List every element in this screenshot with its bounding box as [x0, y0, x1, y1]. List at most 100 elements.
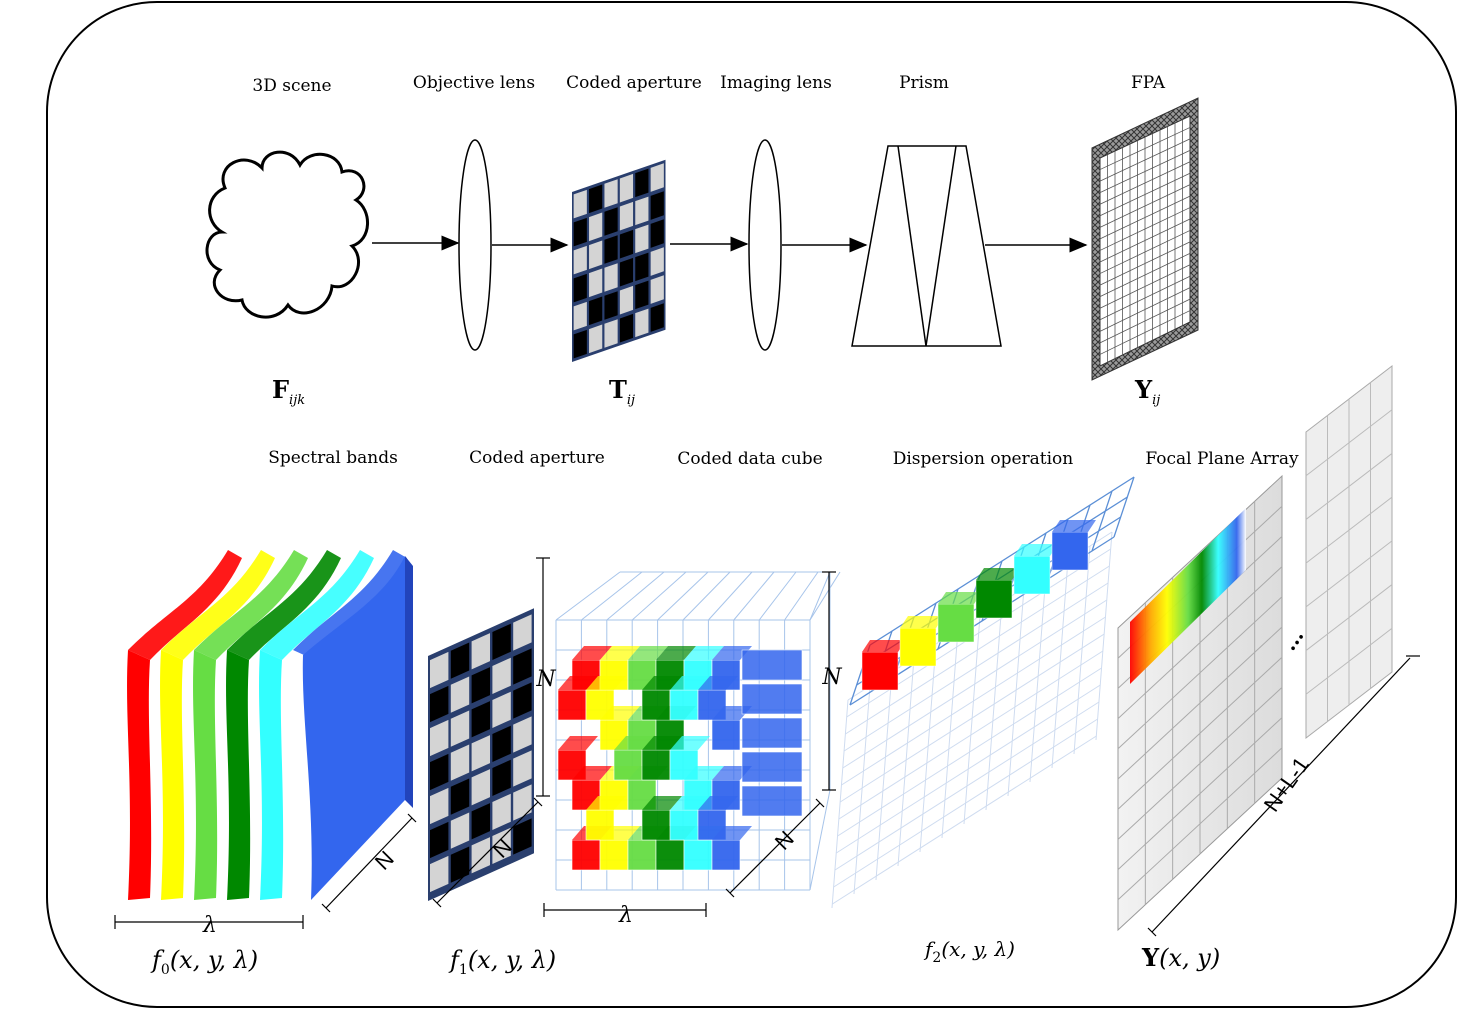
dispersion-grid-line	[846, 548, 1111, 718]
dispersion-grid-line	[834, 701, 1100, 871]
coded-aperture-top-icon	[572, 159, 666, 362]
aperture-cell	[429, 717, 450, 759]
fpa-grid-line	[1305, 496, 1393, 564]
cube-voxel	[627, 779, 657, 811]
aperture-cell	[634, 250, 650, 284]
aperture-cell	[491, 621, 512, 663]
cube-lambda-text: λ	[618, 903, 633, 928]
dispersion-grid-line	[1051, 559, 1069, 769]
band-top	[227, 550, 341, 660]
coded-data-cube	[555, 571, 841, 891]
aperture-cell	[572, 271, 588, 305]
dispersed-voxel-top	[1052, 520, 1096, 532]
aperture-cell	[512, 748, 533, 790]
dispersion-grid	[831, 476, 1135, 909]
aperture-cell	[450, 742, 471, 784]
cube-voxel-top	[628, 646, 668, 660]
fpa-grid-line	[1117, 566, 1283, 719]
aperture-cell	[603, 232, 619, 267]
aperture-cell	[450, 640, 471, 682]
fpa-grid-line	[1099, 184, 1191, 228]
dispersion-grid-line	[897, 657, 915, 867]
spectral-band	[293, 550, 413, 900]
dispersion-grid-line	[875, 671, 893, 881]
aperture-cell	[603, 260, 619, 295]
cube-voxel-top	[600, 646, 640, 660]
spectral-band	[127, 550, 242, 900]
aperture-cell	[649, 188, 665, 223]
spectral-bands-label: Spectral bands	[268, 448, 398, 468]
aperture-cell	[634, 278, 650, 312]
cube-voxel-top	[698, 676, 738, 690]
aperture-cell	[491, 825, 512, 867]
cube-voxel-top	[600, 826, 640, 840]
cube-voxel-top	[586, 796, 626, 810]
cube-voxel-top	[698, 796, 738, 810]
aperture-cell	[470, 732, 491, 774]
f2-label: f2(x, y, λ)	[923, 937, 1015, 966]
cube-grid-line	[809, 571, 841, 621]
aperture-cell	[491, 757, 512, 799]
fpa-grid-line	[1099, 172, 1191, 217]
aperture-cell	[603, 316, 619, 351]
cube-voxel	[741, 649, 803, 681]
dispersed-voxel	[899, 627, 937, 667]
dispersion-grid-line	[1007, 587, 1025, 797]
aperture-cell	[572, 187, 588, 221]
fpa-grid-line	[1099, 310, 1191, 355]
aperture-cell	[649, 160, 665, 195]
dispersion-grid-line	[919, 643, 937, 853]
dispersion-grid-line	[853, 685, 871, 895]
dispersed-voxel-top	[976, 568, 1020, 580]
cube-n-vertical-text: N	[821, 665, 842, 690]
band-face	[193, 650, 218, 900]
aperture-cell	[429, 683, 450, 725]
scene-label: 3D scene	[252, 76, 331, 96]
cube-voxel-top	[670, 796, 710, 810]
fpa-grid-line	[1099, 252, 1191, 298]
fpa-spectral-streak	[1130, 508, 1246, 684]
aperture-cell	[512, 680, 533, 722]
dispersion-grid-line	[1029, 573, 1047, 783]
aperture-cell	[649, 272, 665, 307]
cube-voxel	[655, 839, 685, 871]
cube-voxel	[711, 839, 741, 871]
aperture-cell	[587, 322, 604, 356]
imaging-lens-label: Imaging lens	[720, 73, 832, 93]
aperture-cell	[572, 327, 588, 361]
fpa-grid-line	[1117, 656, 1283, 810]
aperture-cell	[470, 630, 491, 672]
cube-voxel-top	[684, 766, 724, 780]
dispersion-grid-line	[985, 601, 1003, 811]
band-side	[405, 556, 413, 808]
cube-voxel-top	[712, 826, 752, 840]
band-top	[293, 550, 407, 660]
dispersion-grid-line	[963, 615, 981, 825]
fpa-grid-line	[1099, 149, 1191, 194]
aperture-cell	[512, 714, 533, 756]
fpa-grid-line	[1305, 540, 1393, 608]
fpa-grid-line	[1117, 626, 1283, 780]
prism-icon	[851, 145, 1002, 347]
fpa-grid-line	[1117, 747, 1283, 901]
cube-voxel-top	[656, 646, 696, 660]
dispersed-voxel	[861, 651, 899, 691]
fpa-grid-line	[1099, 287, 1191, 332]
spectral-bands-stack	[127, 550, 413, 900]
fpa-grid-line	[1099, 161, 1191, 205]
dispersed-voxel-top	[862, 640, 906, 652]
aperture-cell	[429, 785, 450, 827]
coded-aperture-label-bottom: Coded aperture	[469, 448, 605, 468]
cube-voxel-top	[572, 766, 612, 780]
dispersion-grid-line	[941, 629, 959, 839]
aperture-cell	[470, 800, 491, 842]
dispersion-grid-line	[1091, 490, 1113, 552]
cube-grid-line	[784, 571, 819, 621]
aperture-cell	[429, 649, 450, 691]
cube-voxel-top	[670, 736, 710, 750]
dispersed-voxel	[937, 603, 975, 643]
aperture-cell	[491, 655, 512, 697]
f1-label: f1(x, y, λ)	[448, 946, 556, 978]
aperture-cell	[634, 194, 650, 228]
optical-path-arrows	[372, 235, 1088, 253]
